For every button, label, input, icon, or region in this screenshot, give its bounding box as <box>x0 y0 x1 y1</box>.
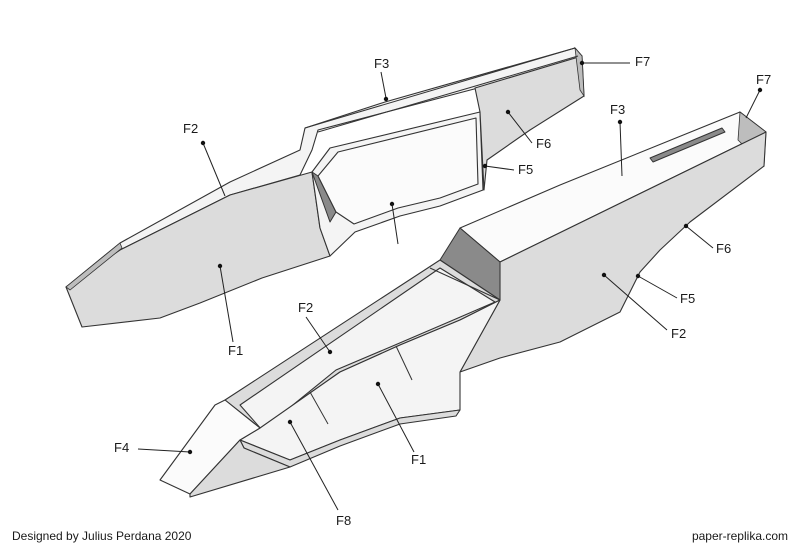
label-upper-f2: F2 <box>183 121 198 136</box>
label-upper-f5: F5 <box>518 162 533 177</box>
upper-part <box>65 46 585 328</box>
label-upper-f1: F1 <box>228 343 243 358</box>
label-lower-f1: F1 <box>411 452 426 467</box>
lower-part <box>159 111 767 498</box>
label-lower-f2-right: F2 <box>671 326 686 341</box>
designer-credit: Designed by Julius Perdana 2020 <box>12 529 192 543</box>
label-upper-f6: F6 <box>536 136 551 151</box>
label-upper-f3: F3 <box>374 56 389 71</box>
lower-top-slot <box>649 127 726 163</box>
callouts: F3 F7 F2 F6 F5 F1 <box>114 54 771 528</box>
lower-nose-side <box>189 439 291 498</box>
label-lower-f8: F8 <box>336 513 351 528</box>
upper-inner-floor <box>317 117 479 225</box>
label-lower-f5: F5 <box>680 291 695 306</box>
upper-f1-face <box>65 171 331 328</box>
label-lower-f4: F4 <box>114 440 129 455</box>
label-upper-f7: F7 <box>635 54 650 69</box>
label-lower-f2-inner: F2 <box>298 300 313 315</box>
label-lower-f3: F3 <box>610 102 625 117</box>
upper-end-cap <box>574 46 585 98</box>
site-url: paper-replika.com <box>691 529 788 543</box>
label-lower-f6: F6 <box>716 241 731 256</box>
label-lower-f7: F7 <box>756 72 771 87</box>
upper-nose <box>65 242 123 291</box>
